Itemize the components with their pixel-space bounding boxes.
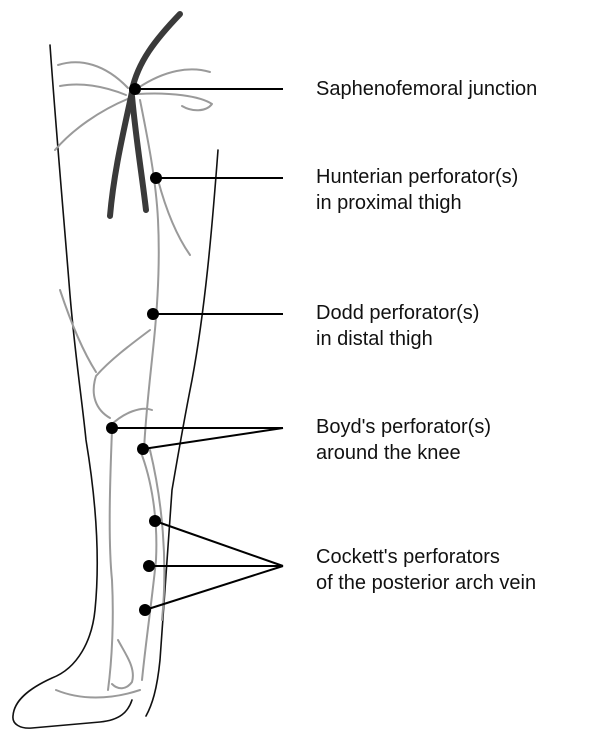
- vein-thigh-to-knee: [94, 330, 150, 418]
- label-cockett-line2: of the posterior arch vein: [316, 570, 536, 596]
- label-saphenofemoral-line1: Saphenofemoral junction: [316, 76, 537, 102]
- label-dodd: Dodd perforator(s) in distal thigh: [316, 300, 479, 352]
- marker-cockett-2: [143, 560, 155, 572]
- label-boyd: Boyd's perforator(s) around the knee: [316, 414, 491, 466]
- vein-great-saphenous-thigh: [140, 100, 159, 450]
- marker-cockett-3: [139, 604, 151, 616]
- femoral-vein: [110, 14, 180, 216]
- vein-leg-medial: [108, 430, 113, 690]
- label-cockett: Cockett's perforators of the posterior a…: [316, 544, 536, 596]
- marker-hunterian: [150, 172, 162, 184]
- label-dodd-line1: Dodd perforator(s): [316, 300, 479, 326]
- marker-dodd: [147, 308, 159, 320]
- vein-ankle-loop: [112, 640, 133, 688]
- marker-saphenofemoral: [129, 83, 141, 95]
- leg-outline-right: [146, 150, 218, 716]
- femoral-vein-left-branch: [110, 92, 132, 216]
- label-dodd-line2: in distal thigh: [316, 326, 479, 352]
- vein-thigh-lateral: [158, 180, 190, 255]
- label-hunterian-line1: Hunterian perforator(s): [316, 164, 518, 190]
- pointer-cockett-1: [155, 521, 283, 566]
- label-boyd-line1: Boyd's perforator(s): [316, 414, 491, 440]
- marker-boyd-1: [106, 422, 118, 434]
- label-hunterian-line2: in proximal thigh: [316, 190, 518, 216]
- label-boyd-line2: around the knee: [316, 440, 491, 466]
- leg-outline: [13, 45, 218, 728]
- label-saphenofemoral: Saphenofemoral junction: [316, 76, 537, 102]
- marker-cockett-1: [149, 515, 161, 527]
- marker-boyd-2: [137, 443, 149, 455]
- leg-outline-left: [13, 45, 132, 728]
- vein-upper-right-branch: [138, 93, 212, 110]
- label-cockett-line1: Cockett's perforators: [316, 544, 536, 570]
- vein-thigh-medial-long: [60, 290, 96, 372]
- pointer-boyd-2: [143, 428, 283, 449]
- vein-dorsal-foot-arch: [56, 690, 140, 698]
- femoral-vein-right-branch: [132, 96, 146, 210]
- label-hunterian: Hunterian perforator(s) in proximal thig…: [316, 164, 518, 216]
- vein-upper-left-branch-2: [60, 84, 126, 95]
- vein-upper-right-loop: [138, 69, 210, 88]
